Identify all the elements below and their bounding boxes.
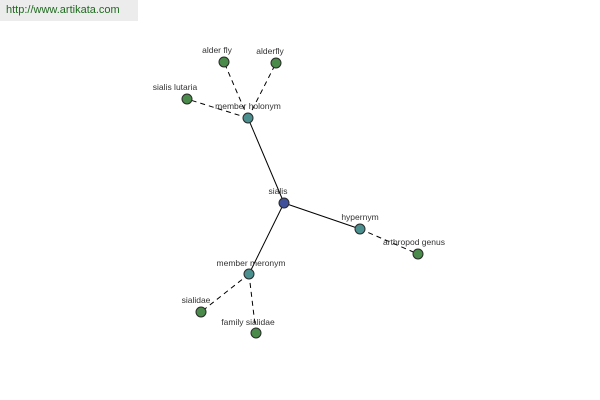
node-family-sialidae[interactable] — [250, 327, 262, 339]
edge-sialis-to-member-meronym — [248, 202, 285, 275]
node-sialidae[interactable] — [195, 306, 207, 318]
edge-member-holonym-to-sialis-lutaria — [186, 98, 249, 119]
edge-member-holonym-to-alderfly — [247, 62, 277, 119]
edge-sialis-to-member-holonym — [247, 117, 285, 204]
nodes-layer — [181, 56, 424, 339]
node-label-family-sialidae[interactable]: family sialidae — [221, 317, 275, 327]
edge-member-holonym-to-alder-fly — [223, 61, 249, 119]
edge-hypernym-to-arthropod-genus — [359, 228, 419, 255]
node-hypernym[interactable] — [354, 223, 366, 235]
edge-member-meronym-to-sialidae — [200, 273, 250, 313]
node-label-sialis-lutaria[interactable]: sialis lutaria — [153, 82, 198, 92]
node-label-sialidae[interactable]: sialidae — [182, 295, 211, 305]
node-member-meronym[interactable] — [243, 268, 255, 280]
edge-sialis-to-hypernym — [283, 202, 361, 230]
node-label-hypernym[interactable]: hypernym — [341, 212, 378, 222]
node-label-member-holonym[interactable]: member holonym — [215, 101, 281, 111]
node-label-alderfly[interactable]: alderfly — [256, 46, 284, 56]
node-label-arthropod-genus[interactable]: arthropod genus — [383, 237, 445, 247]
node-sialis-lutaria[interactable] — [181, 93, 193, 105]
node-label-member-meronym[interactable]: member meronym — [217, 258, 286, 268]
edges-layer — [186, 61, 419, 334]
node-alderfly[interactable] — [270, 57, 282, 69]
node-label-alder-fly[interactable]: alder fly — [202, 45, 233, 55]
node-alder-fly[interactable] — [218, 56, 230, 68]
url-banner[interactable]: http://www.artikata.com — [0, 0, 138, 21]
node-sialis[interactable] — [278, 197, 290, 209]
node-member-holonym[interactable] — [242, 112, 254, 124]
edge-member-meronym-to-family-sialidae — [248, 273, 257, 334]
node-label-sialis[interactable]: sialis — [269, 186, 288, 196]
node-arthropod-genus[interactable] — [412, 248, 424, 260]
labels-layer: sialis member holonym hypernym member meron… — [153, 45, 445, 327]
